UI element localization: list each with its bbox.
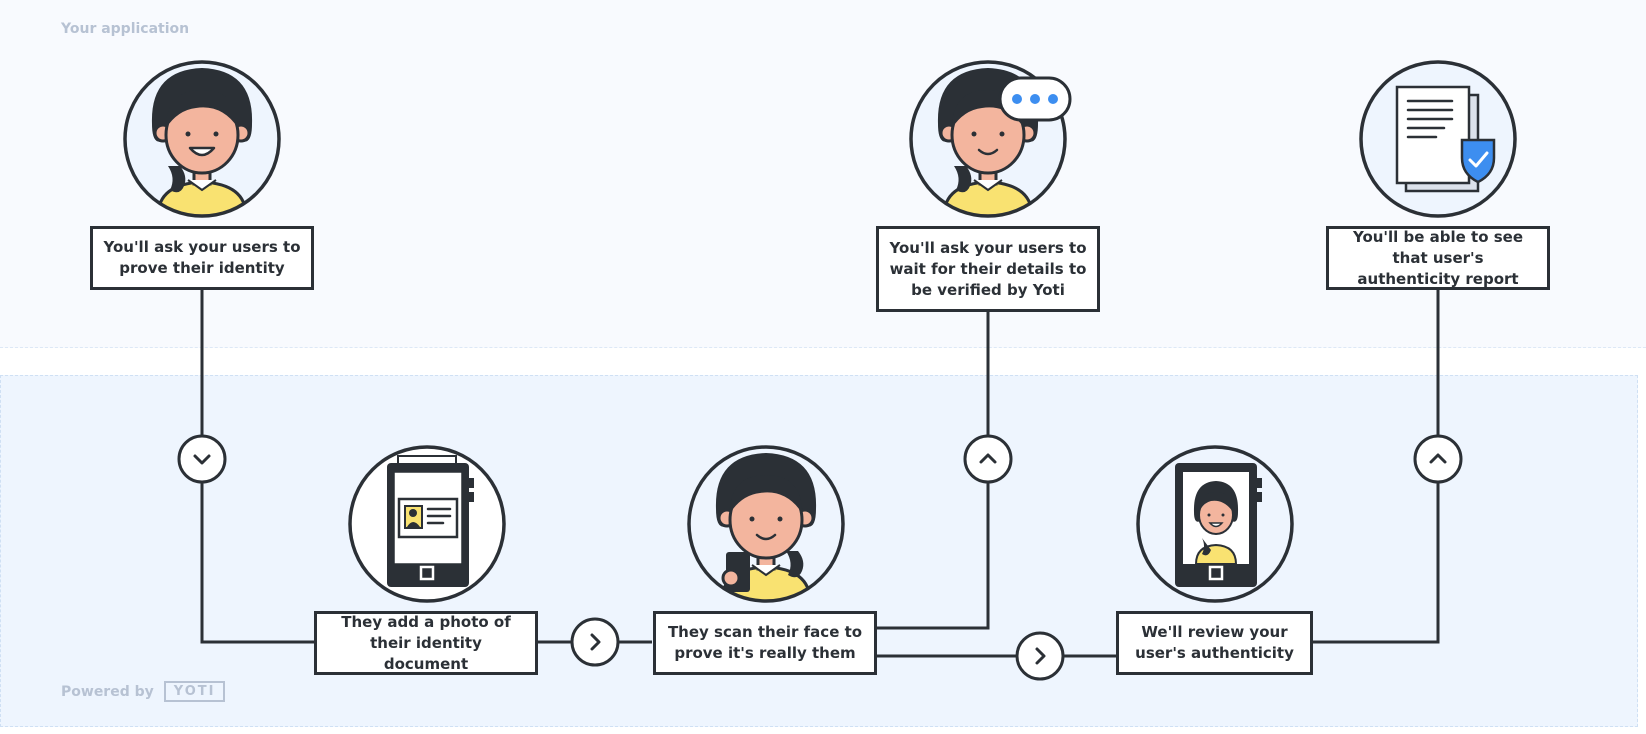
arrow-right-icon bbox=[1015, 631, 1065, 681]
connector-lines bbox=[200, 286, 1440, 658]
powered-by-text: Powered by bbox=[61, 683, 154, 700]
step-add-document-photo: They add a photo of their identity docum… bbox=[314, 611, 538, 675]
step-ask-prove-identity: You'll ask your users to prove their ide… bbox=[90, 226, 314, 290]
smiling-user-icon bbox=[123, 60, 281, 218]
face-scan-user-icon bbox=[687, 445, 845, 603]
application-label: Your application bbox=[61, 21, 190, 37]
arrow-down-icon bbox=[177, 434, 227, 484]
phone-id-document-icon bbox=[348, 445, 506, 603]
step-review-authenticity: We'll review your user's authenticity bbox=[1116, 611, 1313, 675]
arrow-right-icon bbox=[570, 617, 620, 667]
arrow-up-icon bbox=[963, 434, 1013, 484]
shield-check-icon bbox=[1460, 138, 1496, 184]
speech-bubble-icon bbox=[998, 76, 1072, 122]
arrow-up-icon bbox=[1413, 434, 1463, 484]
phone-selfie-icon bbox=[1136, 445, 1294, 603]
held-phone-icon bbox=[721, 552, 750, 592]
powered-by: Powered by YOTI bbox=[61, 681, 226, 702]
report-document-icon bbox=[1359, 60, 1517, 218]
yoti-logo: YOTI bbox=[163, 681, 226, 702]
step-ask-wait-verification: You'll ask your users to wait for their … bbox=[876, 226, 1100, 312]
step-see-authenticity-report: You'll be able to see that user's authen… bbox=[1326, 226, 1550, 290]
waiting-user-icon bbox=[909, 60, 1072, 218]
step-scan-face: They scan their face to prove it's reall… bbox=[653, 611, 877, 675]
